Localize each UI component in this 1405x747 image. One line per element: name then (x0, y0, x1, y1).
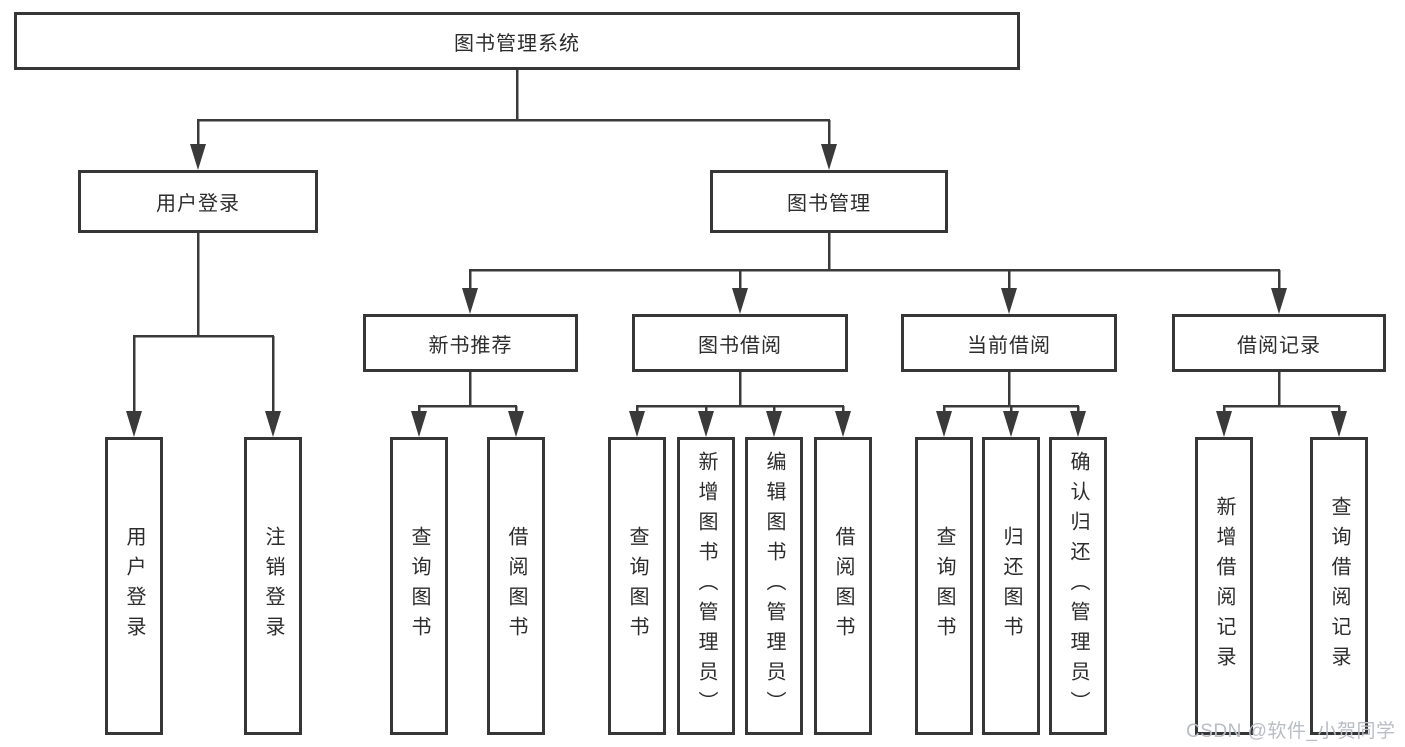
connector-userlogin-to-leaves (126, 233, 281, 437)
node-book-mgmt: 图书管理 (710, 170, 948, 233)
connector-bookborrow-to-leaves (629, 372, 851, 437)
leaf-borrow-add-book-label: 新增图书（管理员） (695, 451, 717, 721)
node-book-borrow-label: 图书借阅 (698, 334, 782, 357)
leaf-newbooks-query: 查询图书 (390, 437, 448, 735)
connector-currentborrow-to-leaves (936, 372, 1086, 437)
leaf-newbooks-borrow-label: 借阅图书 (505, 526, 527, 646)
node-book-borrow: 图书借阅 (632, 314, 848, 372)
leaf-confirm-return-label: 确认归还（管理员） (1067, 451, 1089, 721)
node-borrow-records: 借阅记录 (1172, 314, 1386, 372)
node-borrow-records-label: 借阅记录 (1237, 334, 1321, 357)
connector-newbooks-to-leaves (411, 372, 524, 437)
node-user-login-label: 用户登录 (156, 193, 240, 215)
leaf-query-record: 查询借阅记录 (1310, 437, 1368, 735)
node-current-borrow: 当前借阅 (901, 314, 1117, 372)
leaf-borrow-edit-book: 编辑图书（管理员） (745, 437, 803, 735)
leaf-borrow-query-label: 查询图书 (626, 526, 648, 646)
leaf-user-login-label: 用户登录 (123, 526, 145, 646)
connector-bookmgmt-to-level3 (462, 233, 1287, 314)
leaf-return-book: 归还图书 (982, 437, 1040, 735)
leaf-logout: 注销登录 (244, 437, 302, 735)
node-book-mgmt-label: 图书管理 (787, 193, 871, 215)
leaf-return-book-label: 归还图书 (1000, 526, 1022, 646)
leaf-borrow-book: 借阅图书 (814, 437, 872, 735)
leaf-user-login: 用户登录 (105, 437, 163, 735)
node-root-label: 图书管理系统 (454, 32, 580, 55)
leaf-newbooks-query-label: 查询图书 (408, 526, 430, 646)
connector-root-to-level2 (190, 70, 837, 170)
leaf-current-query-label: 查询图书 (933, 526, 955, 646)
leaf-borrow-add-book: 新增图书（管理员） (677, 437, 735, 735)
node-new-books: 新书推荐 (363, 314, 578, 372)
leaf-confirm-return: 确认归还（管理员） (1049, 437, 1107, 735)
leaf-borrow-book-label: 借阅图书 (832, 526, 854, 646)
leaf-add-record: 新增借阅记录 (1195, 437, 1253, 735)
leaf-borrow-query: 查询图书 (608, 437, 666, 735)
leaf-current-query: 查询图书 (915, 437, 973, 735)
node-root: 图书管理系统 (14, 12, 1020, 70)
node-user-login: 用户登录 (78, 170, 318, 233)
leaf-logout-label: 注销登录 (262, 526, 284, 646)
leaf-query-record-label: 查询借阅记录 (1328, 496, 1350, 676)
leaf-borrow-edit-book-label: 编辑图书（管理员） (763, 451, 785, 721)
csdn-watermark: CSDN @软件_小贺同学 (1186, 721, 1396, 742)
connector-borrowrecords-to-leaves (1216, 372, 1347, 437)
leaf-newbooks-borrow: 借阅图书 (487, 437, 545, 735)
node-new-books-label: 新书推荐 (428, 334, 513, 357)
leaf-add-record-label: 新增借阅记录 (1213, 496, 1235, 676)
node-current-borrow-label: 当前借阅 (967, 334, 1051, 357)
